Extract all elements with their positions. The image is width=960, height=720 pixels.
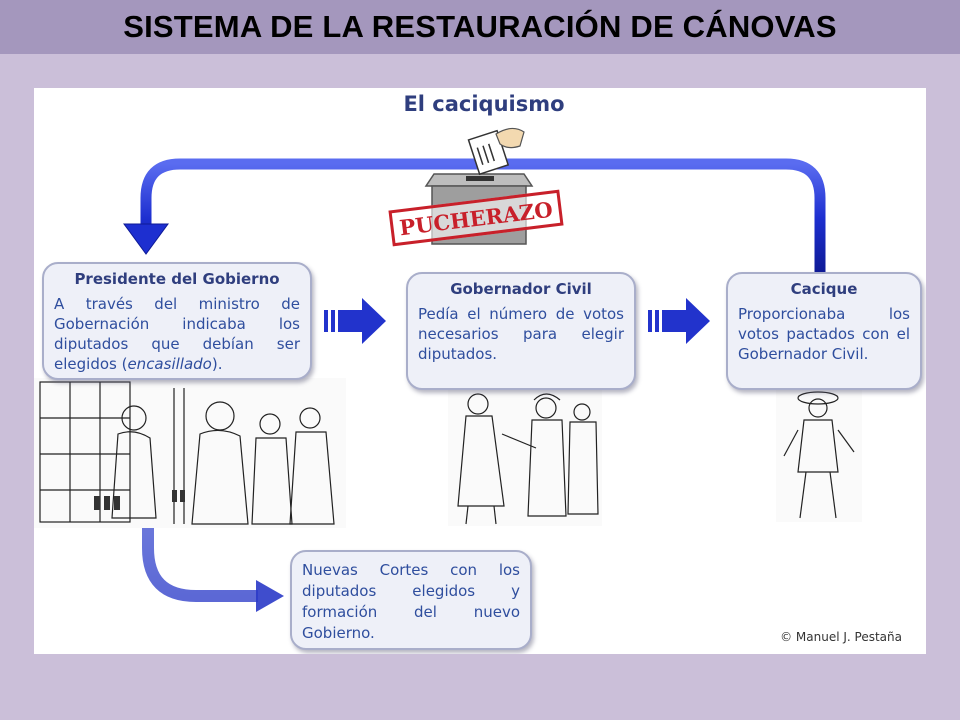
title-bar: SISTEMA DE LA RESTAURACIÓN DE CÁNOVAS xyxy=(0,0,960,54)
node-presidente: Presidente del Gobierno A través del min… xyxy=(42,262,312,380)
presidente-text-a: A través del ministro de Gobernación ind… xyxy=(54,295,300,373)
node-gobernador-text: Pedía el número de votos necesarios para… xyxy=(418,305,624,363)
arrow-presidente-gobernador xyxy=(324,298,386,344)
presidente-text-italic: encasillado xyxy=(127,355,212,373)
diagram-title: El caciquismo xyxy=(403,92,565,116)
illustration-presidente xyxy=(34,378,346,528)
node-cacique-heading: Cacique xyxy=(790,280,858,298)
illustration-cacique xyxy=(776,386,862,522)
arrow-to-cortes-head xyxy=(256,580,284,612)
node-cortes-text: Nuevas Cortes con los diputados elegidos… xyxy=(302,561,520,642)
node-cacique-text: Proporcionaba los votos pactados con el … xyxy=(738,305,910,363)
presidente-text-b: ). xyxy=(211,355,223,373)
illustration-gobernador xyxy=(448,386,602,526)
node-presidente-text: A través del ministro de Gobernación ind… xyxy=(54,294,300,374)
node-cacique: Cacique Proporcionaba los votos pactados… xyxy=(726,272,922,390)
credit-text: © Manuel J. Pestaña xyxy=(780,630,902,644)
page-title: SISTEMA DE LA RESTAURACIÓN DE CÁNOVAS xyxy=(123,9,837,44)
arrow-gobernador-cacique xyxy=(648,298,710,344)
arrow-to-cortes xyxy=(142,380,258,602)
node-gobernador-heading: Gobernador Civil xyxy=(450,280,592,298)
loop-arrow-head xyxy=(123,223,169,255)
diagram-canvas: PUCHERAZO El caciquismo xyxy=(34,88,926,654)
node-presidente-heading: Presidente del Gobierno xyxy=(74,270,280,288)
node-gobernador: Gobernador Civil Pedía el número de voto… xyxy=(406,272,636,390)
node-cortes: Nuevas Cortes con los diputados elegidos… xyxy=(290,550,532,650)
